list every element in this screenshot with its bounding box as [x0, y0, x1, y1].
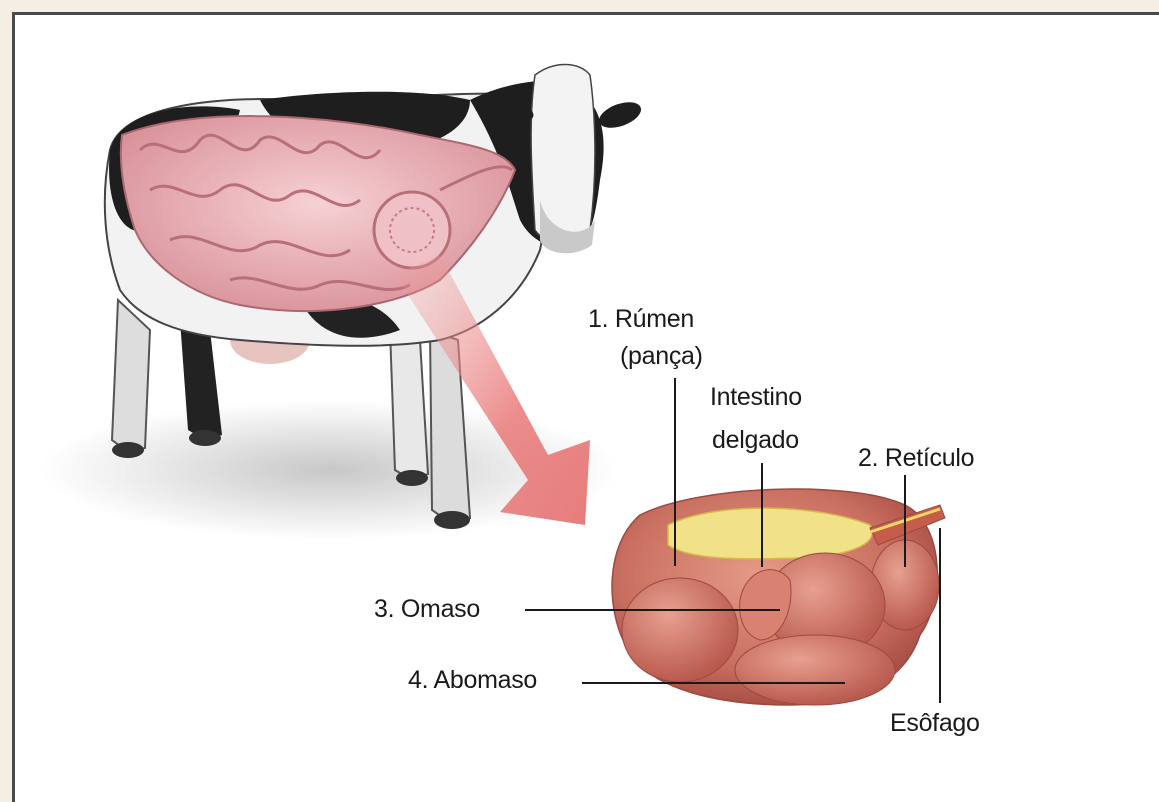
abomasum-shape — [735, 635, 895, 705]
omasum-label: 3. Omaso — [374, 594, 480, 624]
reticulum-label: 2. Retículo — [858, 443, 974, 473]
intestine-label-line1: Intestino — [710, 382, 802, 412]
rumen-label-line2: (pança) — [620, 341, 703, 371]
lobe-shape — [622, 578, 738, 682]
rumen-label-line1: 1. Rúmen — [588, 304, 694, 334]
abomasum-label: 4. Abomaso — [408, 665, 537, 695]
rumen-highlight — [668, 508, 872, 559]
intestine-label-line2: delgado — [712, 425, 799, 455]
esophagus-label: Esôfago — [890, 708, 980, 738]
stomach-illustration — [612, 489, 945, 705]
